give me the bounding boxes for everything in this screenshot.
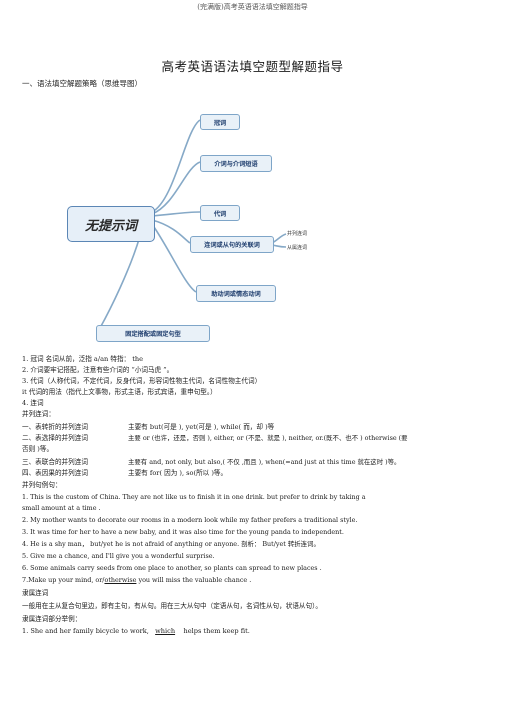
conjunction-examples: 主要有 but(可是 ), yet(可是 ), while( 而，却 )等 xyxy=(128,423,275,431)
text-line: it 代词的用法（指代上文事物，形式主语，形式宾语，重申句型。） xyxy=(22,388,217,396)
mindmap-node-article: 冠词 xyxy=(200,114,240,130)
example-sentence: 7.Make up your mind, or/otherwise you wi… xyxy=(22,576,251,585)
example-sentence: 2. My mother wants to decorate our rooms… xyxy=(22,516,358,524)
text-line: 隶属连词部分举例： xyxy=(22,615,82,623)
conjunction-type: 二、表选择的并列连词 xyxy=(22,434,88,442)
conjunction-type: 四、表因果的并列连词 xyxy=(22,469,88,477)
mindmap-node-preposition: 介词与介词短语 xyxy=(200,155,272,172)
page-title: 高考英语语法填空题型解题指导 xyxy=(161,59,344,74)
text-line: 一般用在主从复合句里边，即有主句，有从句。用在三大从句中（定语从句，名词性从句，… xyxy=(22,602,323,610)
example-sentence-cont: small amount at a time . xyxy=(22,504,101,512)
example-sentence: 5. Give me a chance, and I'll give you a… xyxy=(22,552,215,560)
section-heading-mindmap: 一、语法填空解题策略（思维导图） xyxy=(22,79,142,88)
mindmap-node-conjunction: 连词或从句的关联词 xyxy=(190,236,274,253)
page-header: (完满版)高考英语语法填空解题指导 xyxy=(197,3,308,11)
example-sentence: 6. Some animals carry seeds from one pla… xyxy=(22,564,322,572)
sentence-part: 7.Make up your mind, or/ xyxy=(22,576,105,584)
text-line: 并列连词： xyxy=(22,410,55,418)
text-line: 4. 连词 xyxy=(22,399,44,407)
conjunction-examples: 主要 or (也许，还是，否则 ), either, or (不是、就是 ), … xyxy=(128,434,408,442)
mindmap-center-node: 无提示词 xyxy=(67,206,155,242)
conjunction-examples-cont: 否则 )等。 xyxy=(22,445,54,453)
text-line: 并列句例句： xyxy=(22,481,62,489)
text-line: 1. 冠词 名词从前，泛指 a/an 特指： the xyxy=(22,355,144,363)
sentence-part: you will miss the valuable chance . xyxy=(136,576,252,584)
text-line: 2. 介词要牢记搭配，注意有些介词的 “小词马虎 ”。 xyxy=(22,366,174,374)
example-sentence: 1. She and her family bicycle to work, w… xyxy=(22,627,250,636)
mindmap-leaf-coordinating: 并列连词 xyxy=(287,231,308,237)
answer-word: otherwise xyxy=(104,576,137,584)
mindmap-node-fixed-phrase: 固定搭配或固定句型 xyxy=(96,325,210,342)
mindmap-leaf-subordinating: 从属连词 xyxy=(287,245,308,251)
conjunction-type: 三、表联合的并列连词 xyxy=(22,458,88,466)
mindmap-node-pronoun: 代词 xyxy=(200,205,240,221)
mindmap-node-auxiliary: 助动词或情态动词 xyxy=(196,285,276,302)
text-line: 隶属连词 xyxy=(22,589,49,597)
example-sentence: 3. It was time for her to have a new bab… xyxy=(22,528,344,536)
text-line: 3. 代词（人称代词，不定代词，反身代词，形容词性物主代词，名词性物主代词） xyxy=(22,377,262,385)
example-sentence: 1. This is the custom of China. They are… xyxy=(22,493,366,501)
conjunction-examples: 主要有 for( 因为 ), so(所以 )等。 xyxy=(128,469,228,477)
conjunction-type: 一、表转折的并列连词 xyxy=(22,423,88,431)
sentence-part: 1. She and her family bicycle to work, xyxy=(22,627,149,635)
sentence-part: helps them keep fit. xyxy=(181,627,250,635)
example-sentence: 4. He is a shy man， but/yet he is not af… xyxy=(22,540,320,548)
conjunction-examples: 主要有 and, not only, but also,( 不仅 ,而且 ), … xyxy=(128,458,401,466)
answer-word: which xyxy=(155,627,176,635)
